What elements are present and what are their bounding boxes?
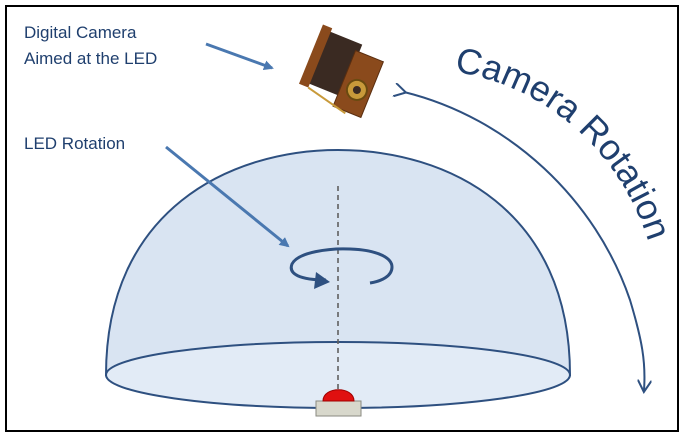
led-rotation-arrow — [289, 247, 394, 289]
rotation-curve — [289, 247, 394, 285]
camera-back-panel — [298, 24, 333, 88]
camera-icon — [298, 24, 385, 119]
led-callout-arrow — [165, 145, 290, 248]
camera-lens-center — [352, 85, 361, 94]
camera-label-line1: Digital Camera — [24, 23, 137, 42]
led-bulb — [322, 389, 355, 402]
camera-callout-arrow — [205, 42, 274, 70]
led-icon — [315, 389, 362, 417]
camera-brass-rail — [307, 86, 346, 115]
camera-label-line2: Aimed at the LED — [24, 49, 157, 68]
rotation-arrowhead — [314, 272, 330, 289]
led-base — [315, 400, 362, 417]
camera-rotation-arc — [404, 92, 644, 390]
camera-bellows — [306, 30, 363, 97]
led-rotation-label: LED Rotation — [24, 134, 125, 153]
